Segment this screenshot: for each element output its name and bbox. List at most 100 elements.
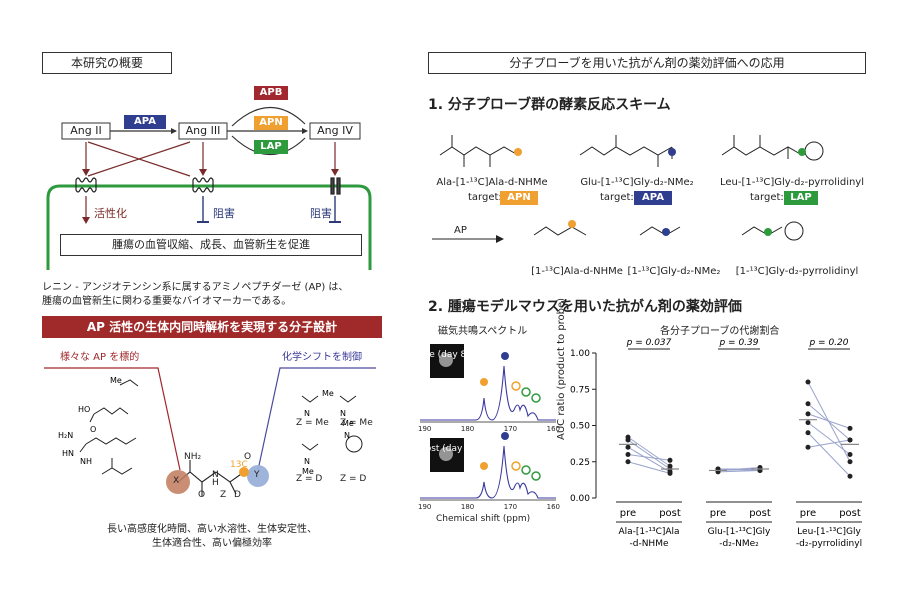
core-y: Y — [254, 470, 260, 480]
x-tick-label: post — [839, 508, 861, 519]
c13-marker — [239, 467, 249, 477]
y-tick-label: 0.25 — [570, 458, 590, 468]
apn-tag: APN — [254, 116, 288, 130]
receptor-2 — [192, 177, 214, 193]
nmr-spectra — [420, 344, 556, 501]
product-3: [1-¹³C]Gly-d₂-pyrrolidinyl — [735, 266, 859, 277]
x-tick-label: pre — [710, 508, 726, 519]
y-tick-label: 0.00 — [570, 494, 590, 504]
shift-label: 化学シフトを制御 — [282, 352, 362, 363]
x-tick-label: pre — [800, 508, 816, 519]
svg-text:Me: Me — [342, 419, 354, 428]
apa-tag: APA — [124, 115, 166, 129]
pre-point — [625, 459, 631, 465]
pair-line — [807, 413, 851, 429]
nmr-xticks-pre: 190 180 170 160 — [418, 425, 560, 433]
probe-1-name: Ala-[1-¹³C]Ala-d-NHMe — [436, 177, 548, 188]
footer-line-1: 長い高感度化時間、高い水溶性、生体安定性、 — [107, 524, 317, 535]
post-point — [847, 459, 853, 465]
nmr-xtick: 180 — [460, 425, 475, 433]
molecular-design-figure: O HO H₂N HN NH Me NMe NMe NMe N — [44, 367, 376, 496]
inhibit-label-1: 阻害 — [213, 207, 235, 220]
core-d: D — [234, 490, 241, 500]
pre-spectrum-line — [420, 365, 556, 421]
z-me-label-1: Z = Me — [296, 418, 329, 428]
nmr-xtick: 160 — [546, 503, 560, 511]
pair-line — [627, 446, 671, 473]
pre-point — [805, 430, 811, 436]
core-c13: 13C — [230, 460, 248, 470]
post-point — [667, 470, 673, 476]
y-tick-label: 1.00 — [570, 349, 590, 359]
group-label-line-2: -d-NHMe — [629, 539, 668, 549]
nmr-xticks-post: 190 180 170 160 — [418, 503, 560, 511]
pre-point — [805, 379, 811, 385]
section-1-title: 1. 分子プローブ群の酵素反応スキーム — [428, 97, 671, 113]
svg-text:H₂N: H₂N — [58, 431, 73, 440]
inhibit-label-2: 阻害 — [310, 207, 332, 220]
group-label-line-2: -d₂-pyrrolidinyl — [796, 539, 862, 549]
core-z: Z — [220, 490, 227, 500]
probe-3-target-label: target: — [750, 192, 784, 203]
pair-line — [807, 403, 851, 441]
post-point — [847, 473, 853, 479]
cell-membrane — [46, 184, 372, 270]
nmr-title: 磁気共鳴スペクトル — [438, 326, 528, 337]
svg-text:O: O — [90, 425, 96, 434]
ras-pathway-diagram — [46, 106, 372, 270]
tumor-effect-box: 腫瘍の血管収縮、成長、血管新生を促進 — [60, 234, 362, 256]
nmr-post-label: post (day 10) — [420, 444, 481, 454]
activation-label: 活性化 — [94, 207, 127, 220]
group-label-line-1: Glu-[1-¹³C]Gly — [708, 527, 771, 537]
nmr-xlabel: Chemical shift (ppm) — [436, 514, 531, 524]
y-substituent-circle — [247, 465, 269, 487]
svg-text:HO: HO — [78, 405, 90, 414]
ratio-chart-title: 各分子プローブの代謝割合 — [660, 326, 780, 337]
svg-text:N: N — [344, 431, 350, 440]
svg-text:N: N — [340, 409, 346, 418]
y-tick-label: 0.75 — [570, 385, 590, 395]
product-1: [1-¹³C]Ala-d-NHMe — [531, 266, 623, 277]
probe-2-name: Glu-[1-¹³C]Gly-d₂-NMe₂ — [580, 177, 694, 188]
nmr-xtick: 190 — [418, 425, 432, 433]
lap-tag: LAP — [254, 140, 288, 154]
pair-line — [627, 436, 671, 467]
probe-3-target: LAP — [784, 191, 818, 205]
core-o: O — [198, 490, 206, 500]
design-header: AP 活性の生体内同時解析を実現する分子設計 — [42, 316, 382, 338]
pre-point — [805, 401, 811, 407]
nmr-xtick: 170 — [503, 425, 518, 433]
pre-point — [805, 420, 811, 426]
pre-point — [805, 411, 811, 417]
core-n: N — [212, 470, 219, 480]
pair-line — [627, 461, 671, 474]
y-tick-label: 0.50 — [570, 422, 590, 432]
arc-lap — [231, 135, 306, 156]
arc-apb — [231, 106, 306, 127]
target-label: 様々な AP を標的 — [60, 352, 140, 363]
ang2-label: Ang II — [70, 124, 102, 137]
core-x: X — [173, 476, 180, 486]
paragraph-line-1: レニン - アンジオテンシン系に属するアミノペプチダーゼ (AP) は、 — [42, 282, 349, 293]
core-h: H — [212, 478, 219, 488]
post-spectrum-line — [420, 445, 556, 499]
svg-text:N: N — [304, 409, 310, 418]
nmr-xtick: 170 — [503, 503, 518, 511]
group-label-line-1: Leu-[1-¹³C]Gly — [797, 527, 861, 537]
x-tick-label: post — [659, 508, 681, 519]
svg-text:N: N — [304, 457, 310, 466]
post-point — [847, 437, 853, 443]
z-me-label-2: Z = Me — [340, 418, 373, 428]
p-value-label: p = 0.20 — [808, 338, 848, 348]
core-nh2: NH₂ — [184, 452, 202, 462]
p-value-label: p = 0.037 — [626, 338, 672, 348]
post-point — [667, 457, 673, 463]
ang4-box — [309, 122, 361, 140]
ang3-label: Ang III — [185, 124, 221, 137]
group-label-line-2: -d₂-NMe₂ — [719, 539, 759, 549]
pre-point — [625, 452, 631, 457]
x-tick-label: post — [749, 508, 771, 519]
section-2-title: 2. 腫瘍モデルマウスを用いた抗がん剤の薬効評価 — [428, 299, 742, 315]
svg-text:HN: HN — [62, 449, 74, 458]
